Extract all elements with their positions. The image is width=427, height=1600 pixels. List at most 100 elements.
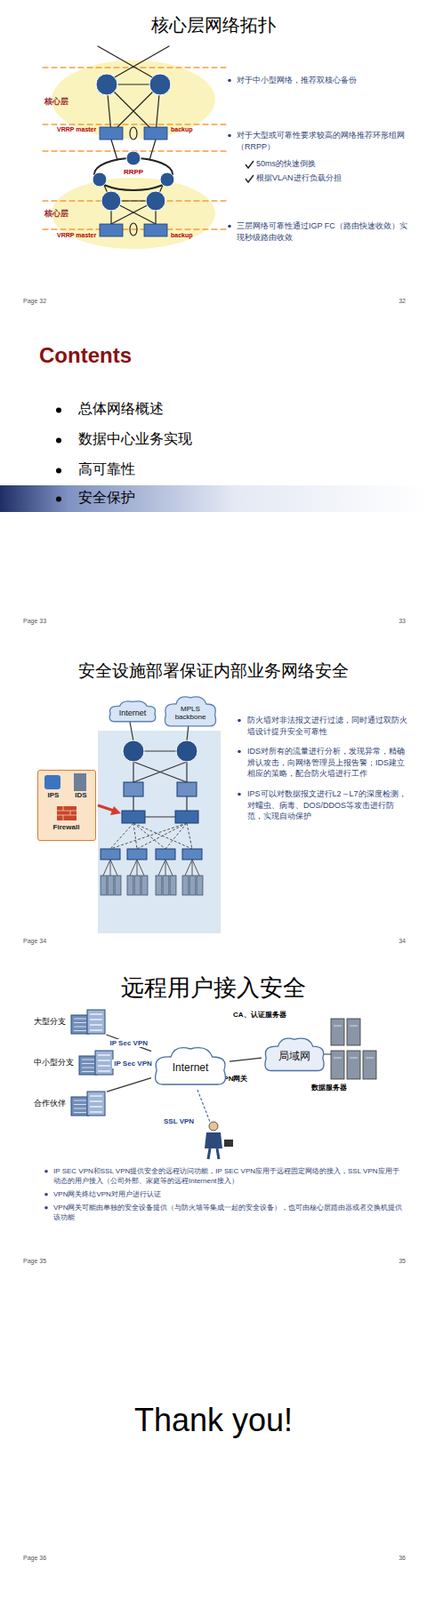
security-topology — [169, 876, 177, 896]
remote-access — [333, 1026, 374, 1059]
security-topology — [132, 797, 134, 812]
security-topology — [192, 860, 194, 877]
security-topology — [182, 876, 189, 896]
core-topology — [42, 46, 228, 250]
core-topology — [111, 139, 118, 161]
contents-item: 安全保护 — [78, 489, 346, 507]
core-topology — [99, 127, 123, 140]
contents-item: 数据中心业务实现 — [78, 430, 346, 448]
check-text: 根据VLAN进行负载分担 — [256, 172, 408, 185]
core-topology — [96, 73, 118, 96]
server-label: 数据服务器 — [311, 1083, 383, 1094]
remote-access — [333, 1058, 342, 1060]
security-topology — [189, 876, 196, 896]
security-topology — [129, 860, 137, 877]
security-topology — [162, 876, 170, 896]
core-topology — [94, 46, 173, 236]
core-topology — [129, 127, 137, 140]
security-topology — [185, 762, 187, 783]
remote-access — [330, 1051, 345, 1080]
network-cloud: Internet — [151, 1044, 230, 1089]
bullet-text: 对于中小型网络，推荐双核心备份 — [236, 74, 411, 87]
layer-label: 核心层 — [44, 96, 84, 108]
server-label: CA、认证服务器 — [233, 1010, 331, 1021]
core-topology — [129, 223, 137, 236]
security-topology — [192, 860, 200, 877]
security-topology — [136, 860, 138, 877]
device-label: IPS — [40, 790, 67, 801]
security-topology — [97, 805, 114, 812]
security-topology — [121, 811, 199, 824]
ring-label: RRPP — [112, 167, 155, 178]
page-number: 36 — [355, 1554, 406, 1564]
security-topology — [110, 806, 121, 816]
site-label: 大型分支 — [33, 1016, 66, 1029]
cloud-label: Internet — [112, 708, 154, 718]
cloud-shape — [265, 1039, 324, 1072]
security-topology — [186, 823, 193, 850]
security-topology — [122, 741, 145, 763]
device-label: IDS — [68, 790, 94, 801]
bullet-text: 防火墙对非法报文进行过滤，同时通过双防火墙设计提升安全可靠性 — [247, 715, 410, 738]
core-topology — [101, 191, 121, 211]
security-topology — [100, 876, 107, 896]
security-topology — [158, 860, 166, 877]
bullet-dot — [44, 1170, 49, 1175]
cloud-shape — [155, 1048, 226, 1086]
core-topology — [92, 172, 107, 187]
security-topology — [129, 722, 134, 742]
device-role: VRRP master — [56, 125, 102, 135]
core-topology — [99, 127, 168, 237]
core-topology — [144, 127, 168, 140]
bullet-dot — [237, 719, 242, 724]
core-topology — [144, 224, 168, 237]
page-footer: Page 34 — [23, 937, 95, 947]
connector-line — [106, 1079, 152, 1094]
core-topology — [126, 151, 141, 166]
closing-title: Thank you! — [0, 1401, 427, 1441]
security-topology — [177, 782, 197, 798]
site-label: 中小型分支 — [33, 1057, 74, 1070]
contents-item: 高可靠性 — [78, 460, 346, 478]
security-topology — [175, 811, 199, 824]
security-topology — [155, 849, 176, 861]
bullet-text: IP SEC VPN和SSL VPN提供安全的远程访问功能，IP SEC VPN… — [53, 1167, 405, 1187]
remote-access — [349, 1058, 358, 1060]
page-number: 32 — [355, 297, 406, 307]
remote-access — [365, 1058, 374, 1060]
device-role: backup — [170, 231, 210, 241]
connector-line — [229, 1058, 262, 1063]
network-cloud: 局域网 — [261, 1035, 328, 1075]
security-topology — [133, 823, 193, 850]
security-topology — [123, 782, 144, 798]
core-topology — [149, 139, 156, 161]
page-footer: Page 32 — [23, 297, 95, 307]
bullet-text: IPS可以对数据报文进行L2～L7的深度检测，对蠕虫、病毒、DOS/DDOS等攻… — [247, 789, 410, 823]
security-topology — [100, 849, 121, 861]
security-topology — [196, 876, 203, 896]
security-topology — [123, 782, 197, 798]
remote-access — [333, 1026, 342, 1028]
security-topology — [114, 876, 121, 896]
check-mark — [245, 175, 254, 183]
core-topology — [145, 191, 166, 211]
remote-access — [330, 1019, 377, 1080]
bullet-dot — [44, 1193, 49, 1198]
remote-access — [209, 1122, 218, 1132]
security-topology — [182, 849, 202, 861]
remote-access — [204, 1133, 223, 1150]
security-topology — [176, 741, 198, 763]
security-topology — [133, 823, 137, 850]
security-topology — [155, 876, 162, 896]
highlight-bar — [0, 485, 427, 513]
core-topology — [92, 73, 175, 211]
page-number: 35 — [355, 1257, 406, 1267]
security-topology — [110, 860, 118, 877]
device-label: Firewall — [38, 822, 95, 833]
security-topology — [136, 860, 145, 877]
core-topology — [160, 172, 175, 187]
page-footer: Page 36 — [23, 1554, 95, 1564]
security-topology — [141, 876, 148, 896]
security-topology — [185, 797, 187, 812]
security-topology — [132, 762, 134, 783]
